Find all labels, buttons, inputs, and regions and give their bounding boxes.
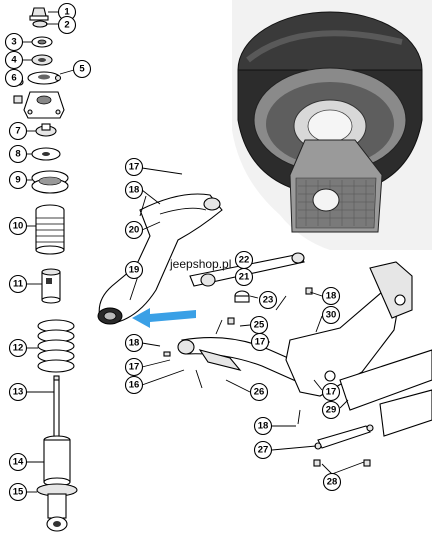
svg-text:21: 21: [239, 272, 250, 283]
svg-text:19: 19: [129, 265, 140, 276]
bushing-closeup-photo: [232, 0, 432, 250]
callout-18b: 18: [321, 286, 341, 306]
part-11-bump-stop: [41, 268, 61, 304]
callout-25: 25: [249, 315, 269, 335]
part-24-bushing: [234, 290, 250, 303]
callout-28: 28: [322, 472, 342, 492]
svg-text:4: 4: [11, 55, 17, 66]
callout-29: 29: [321, 400, 341, 420]
svg-text:16: 16: [129, 380, 140, 391]
part-7-insulator: [35, 123, 57, 137]
part-15-spring-seat: [36, 483, 78, 532]
svg-text:17: 17: [326, 387, 337, 398]
callout-16: 16: [124, 375, 144, 395]
callout-17c: 17: [124, 357, 144, 377]
part-5-upper-mount: [16, 71, 62, 86]
svg-text:11: 11: [13, 279, 24, 290]
callout-17d: 17: [321, 382, 341, 402]
svg-text:10: 10: [13, 221, 24, 232]
callout-12: 12: [8, 338, 28, 358]
part-4-bushing: [31, 54, 53, 66]
watermark-text: jeepshop.pl: [169, 257, 231, 271]
part-10-dust-boot: [35, 204, 65, 255]
callout-26: 26: [249, 382, 269, 402]
svg-text:18: 18: [258, 421, 269, 432]
callout-8: 8: [8, 144, 28, 164]
callout-3: 3: [4, 32, 24, 52]
callout-17a: 17: [124, 157, 144, 177]
svg-text:15: 15: [13, 487, 24, 498]
svg-text:18: 18: [129, 338, 140, 349]
rear-trailing-arm-assembly: [97, 193, 432, 467]
svg-text:17: 17: [129, 362, 140, 373]
svg-text:13: 13: [13, 387, 24, 398]
callout-18a: 18: [124, 180, 144, 200]
svg-text:12: 12: [13, 343, 24, 354]
callout-22: 22: [234, 250, 254, 270]
part-13-shock-rod: [53, 375, 60, 439]
bolts-and-fasteners: [139, 195, 371, 467]
svg-text:17: 17: [129, 162, 140, 173]
strut-parts-stack: [13, 7, 78, 532]
part-6-nut: [13, 95, 23, 104]
callout-27: 27: [253, 440, 273, 460]
svg-text:14: 14: [13, 457, 24, 468]
svg-text:1: 1: [64, 7, 70, 18]
part-27-rod: [314, 424, 374, 450]
part-12-coil-spring: [37, 319, 75, 373]
callout-9: 9: [8, 170, 28, 190]
callout-10: 10: [8, 216, 28, 236]
part-2-nut: [32, 20, 48, 28]
callout-18d: 18: [253, 416, 273, 436]
leader-lines: [19, 11, 365, 493]
svg-text:6: 6: [11, 73, 16, 84]
callout-20: 20: [124, 220, 144, 240]
part-8-washer: [31, 147, 61, 161]
callout-13: 13: [8, 382, 28, 402]
svg-text:5: 5: [79, 64, 85, 75]
svg-text:29: 29: [326, 405, 337, 416]
svg-text:23: 23: [263, 295, 274, 306]
svg-text:18: 18: [326, 291, 337, 302]
svg-text:18: 18: [129, 185, 140, 196]
highlight-arrow: [132, 308, 196, 328]
svg-text:26: 26: [254, 387, 265, 398]
svg-text:20: 20: [129, 225, 140, 236]
callout-11: 11: [8, 274, 28, 294]
callout-18c: 18: [124, 333, 144, 353]
callout-2: 2: [57, 15, 77, 35]
callout-23: 23: [258, 290, 278, 310]
callout-14: 14: [8, 452, 28, 472]
callout-5: 5: [72, 59, 92, 79]
part-30-crossmember: [285, 261, 432, 437]
svg-text:7: 7: [15, 126, 20, 137]
svg-text:30: 30: [326, 310, 337, 321]
callout-21: 21: [234, 267, 254, 287]
svg-text:17: 17: [255, 337, 266, 348]
callout-15: 15: [8, 482, 28, 502]
part-14-shock-body: [43, 435, 71, 487]
svg-text:28: 28: [327, 477, 338, 488]
callout-17b: 17: [250, 332, 270, 352]
svg-text:22: 22: [239, 255, 250, 266]
part-1-dust-cap: [29, 7, 49, 21]
strut-top-mount: [23, 91, 65, 119]
svg-text:8: 8: [15, 149, 20, 160]
callout-6: 6: [4, 68, 24, 88]
callout-19: 19: [124, 260, 144, 280]
callout-30: 30: [321, 305, 341, 325]
svg-text:3: 3: [11, 37, 16, 48]
svg-text:25: 25: [254, 320, 265, 331]
svg-text:27: 27: [258, 445, 269, 456]
svg-text:2: 2: [64, 20, 69, 31]
callout-4: 4: [4, 50, 24, 70]
svg-text:9: 9: [15, 175, 20, 186]
part-3-washer: [31, 36, 53, 48]
part-9-spring-seat: [31, 170, 69, 194]
callout-7: 7: [8, 121, 28, 141]
